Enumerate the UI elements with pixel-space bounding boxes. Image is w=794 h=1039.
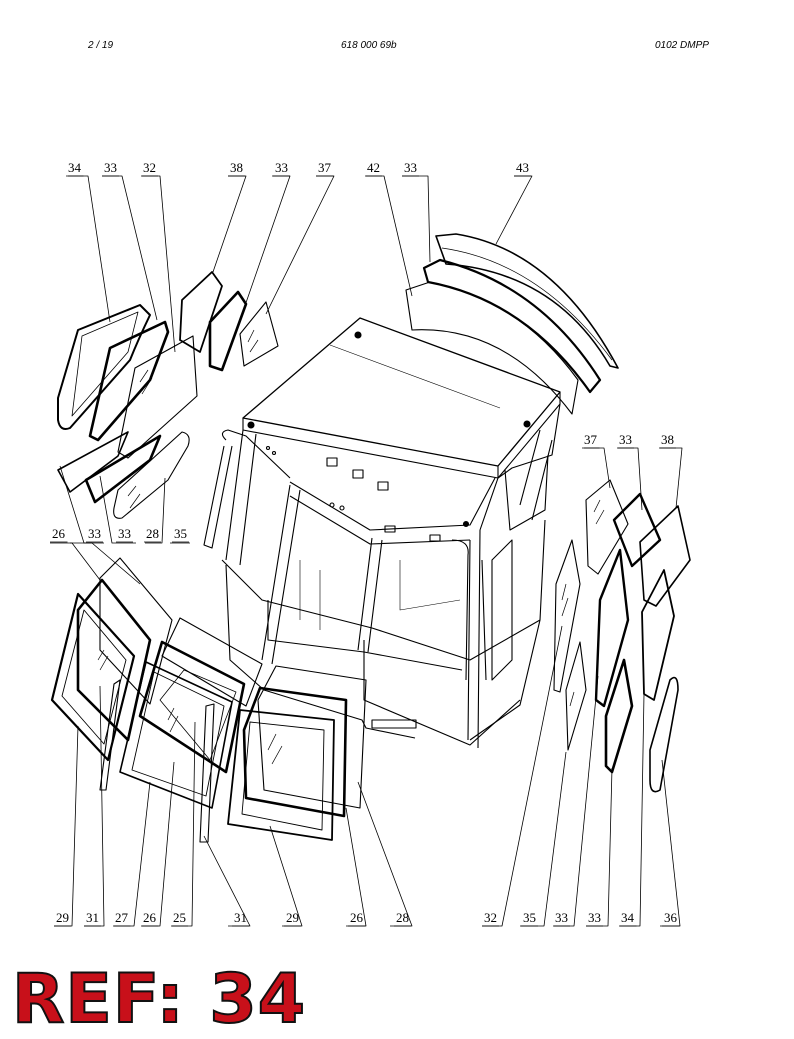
callout-33-center: 33 — [404, 160, 417, 175]
callout-31-bottom-b: 31 — [234, 910, 247, 925]
revision-code: 0102 DMPP — [655, 40, 709, 51]
part-33-seal-upper — [88, 320, 170, 442]
reference-label: REF: 34 — [11, 960, 307, 1039]
part-26-seal-front — [138, 640, 246, 774]
part-28-glass-front — [161, 617, 263, 707]
callout-31-bottom: 31 — [86, 910, 99, 925]
part-33-seal-small — [208, 290, 248, 372]
roof-edge — [242, 418, 499, 479]
callout-33-bottom-b: 33 — [588, 910, 601, 925]
part-33-seal-windshield — [422, 258, 602, 394]
callout-36-bottom: 36 — [664, 910, 678, 925]
callout-28-left: 28 — [146, 526, 159, 541]
part-36-glass-right — [649, 676, 679, 793]
callout-33-left-a: 33 — [88, 526, 101, 541]
callout-33-bottom: 33 — [555, 910, 568, 925]
part-33-seal-right — [612, 492, 662, 568]
callout-29-bottom-b: 29 — [286, 910, 299, 925]
part-27-frame-front — [119, 661, 233, 809]
callout-38-top: 38 — [230, 160, 243, 175]
part-29-frame-door — [50, 592, 136, 762]
part-33-seal-right-small — [604, 658, 634, 774]
part-33-seal-right-large — [594, 548, 630, 708]
part-28-glass-door — [99, 557, 173, 705]
callout-37-top: 37 — [318, 160, 332, 175]
document-number: 618 000 69b — [341, 40, 397, 51]
part-34-seal-inner — [71, 311, 139, 417]
callout-28-bottom: 28 — [396, 910, 409, 925]
part-38-seal-right — [639, 505, 691, 607]
page-number: 2 / 19 — [88, 40, 114, 51]
callout-42: 42 — [367, 160, 380, 175]
callout-33-top: 33 — [104, 160, 117, 175]
part-38-seal — [179, 271, 223, 353]
callout-35-left: 35 — [174, 526, 187, 541]
callout-26-bottom-b: 26 — [350, 910, 364, 925]
callout-34-top: 34 — [68, 160, 82, 175]
cab-roof — [242, 317, 561, 467]
callout-33-right: 33 — [619, 432, 632, 447]
part-43-glass-windshield — [435, 233, 619, 369]
part-25-glass-front — [159, 669, 237, 761]
callout-38-right: 38 — [661, 432, 674, 447]
part-34-seal-right — [641, 569, 675, 701]
part-28-glass-lower — [257, 665, 367, 809]
part-32-glass-right — [553, 539, 581, 693]
callout-26-left: 26 — [52, 526, 66, 541]
part-37-glass-right — [585, 479, 629, 575]
callout-32-top: 32 — [143, 160, 156, 175]
callout-25-bottom: 25 — [173, 910, 186, 925]
part-37-glass-small — [239, 301, 279, 367]
part-35-glass-right — [565, 641, 587, 751]
callout-43: 43 — [516, 160, 529, 175]
callout-26-bottom: 26 — [143, 910, 157, 925]
callout-33-top-b: 33 — [275, 160, 288, 175]
part-33-seal-lower-b — [84, 434, 162, 504]
cab-frame — [203, 317, 561, 749]
part-31-strip-left — [99, 679, 121, 791]
callout-29-bottom: 29 — [56, 910, 69, 925]
callout-34-bottom: 34 — [621, 910, 635, 925]
callout-32-bottom: 32 — [484, 910, 497, 925]
callout-37-right: 37 — [584, 432, 598, 447]
callout-35-bottom: 35 — [523, 910, 536, 925]
part-26-seal-lower — [242, 686, 348, 818]
part-31-strip-front — [199, 703, 215, 843]
callout-27-bottom: 27 — [115, 910, 129, 925]
part-35-glass-lower — [113, 431, 190, 519]
callout-33-left-b: 33 — [118, 526, 131, 541]
part-29-frame-lower — [227, 709, 335, 841]
